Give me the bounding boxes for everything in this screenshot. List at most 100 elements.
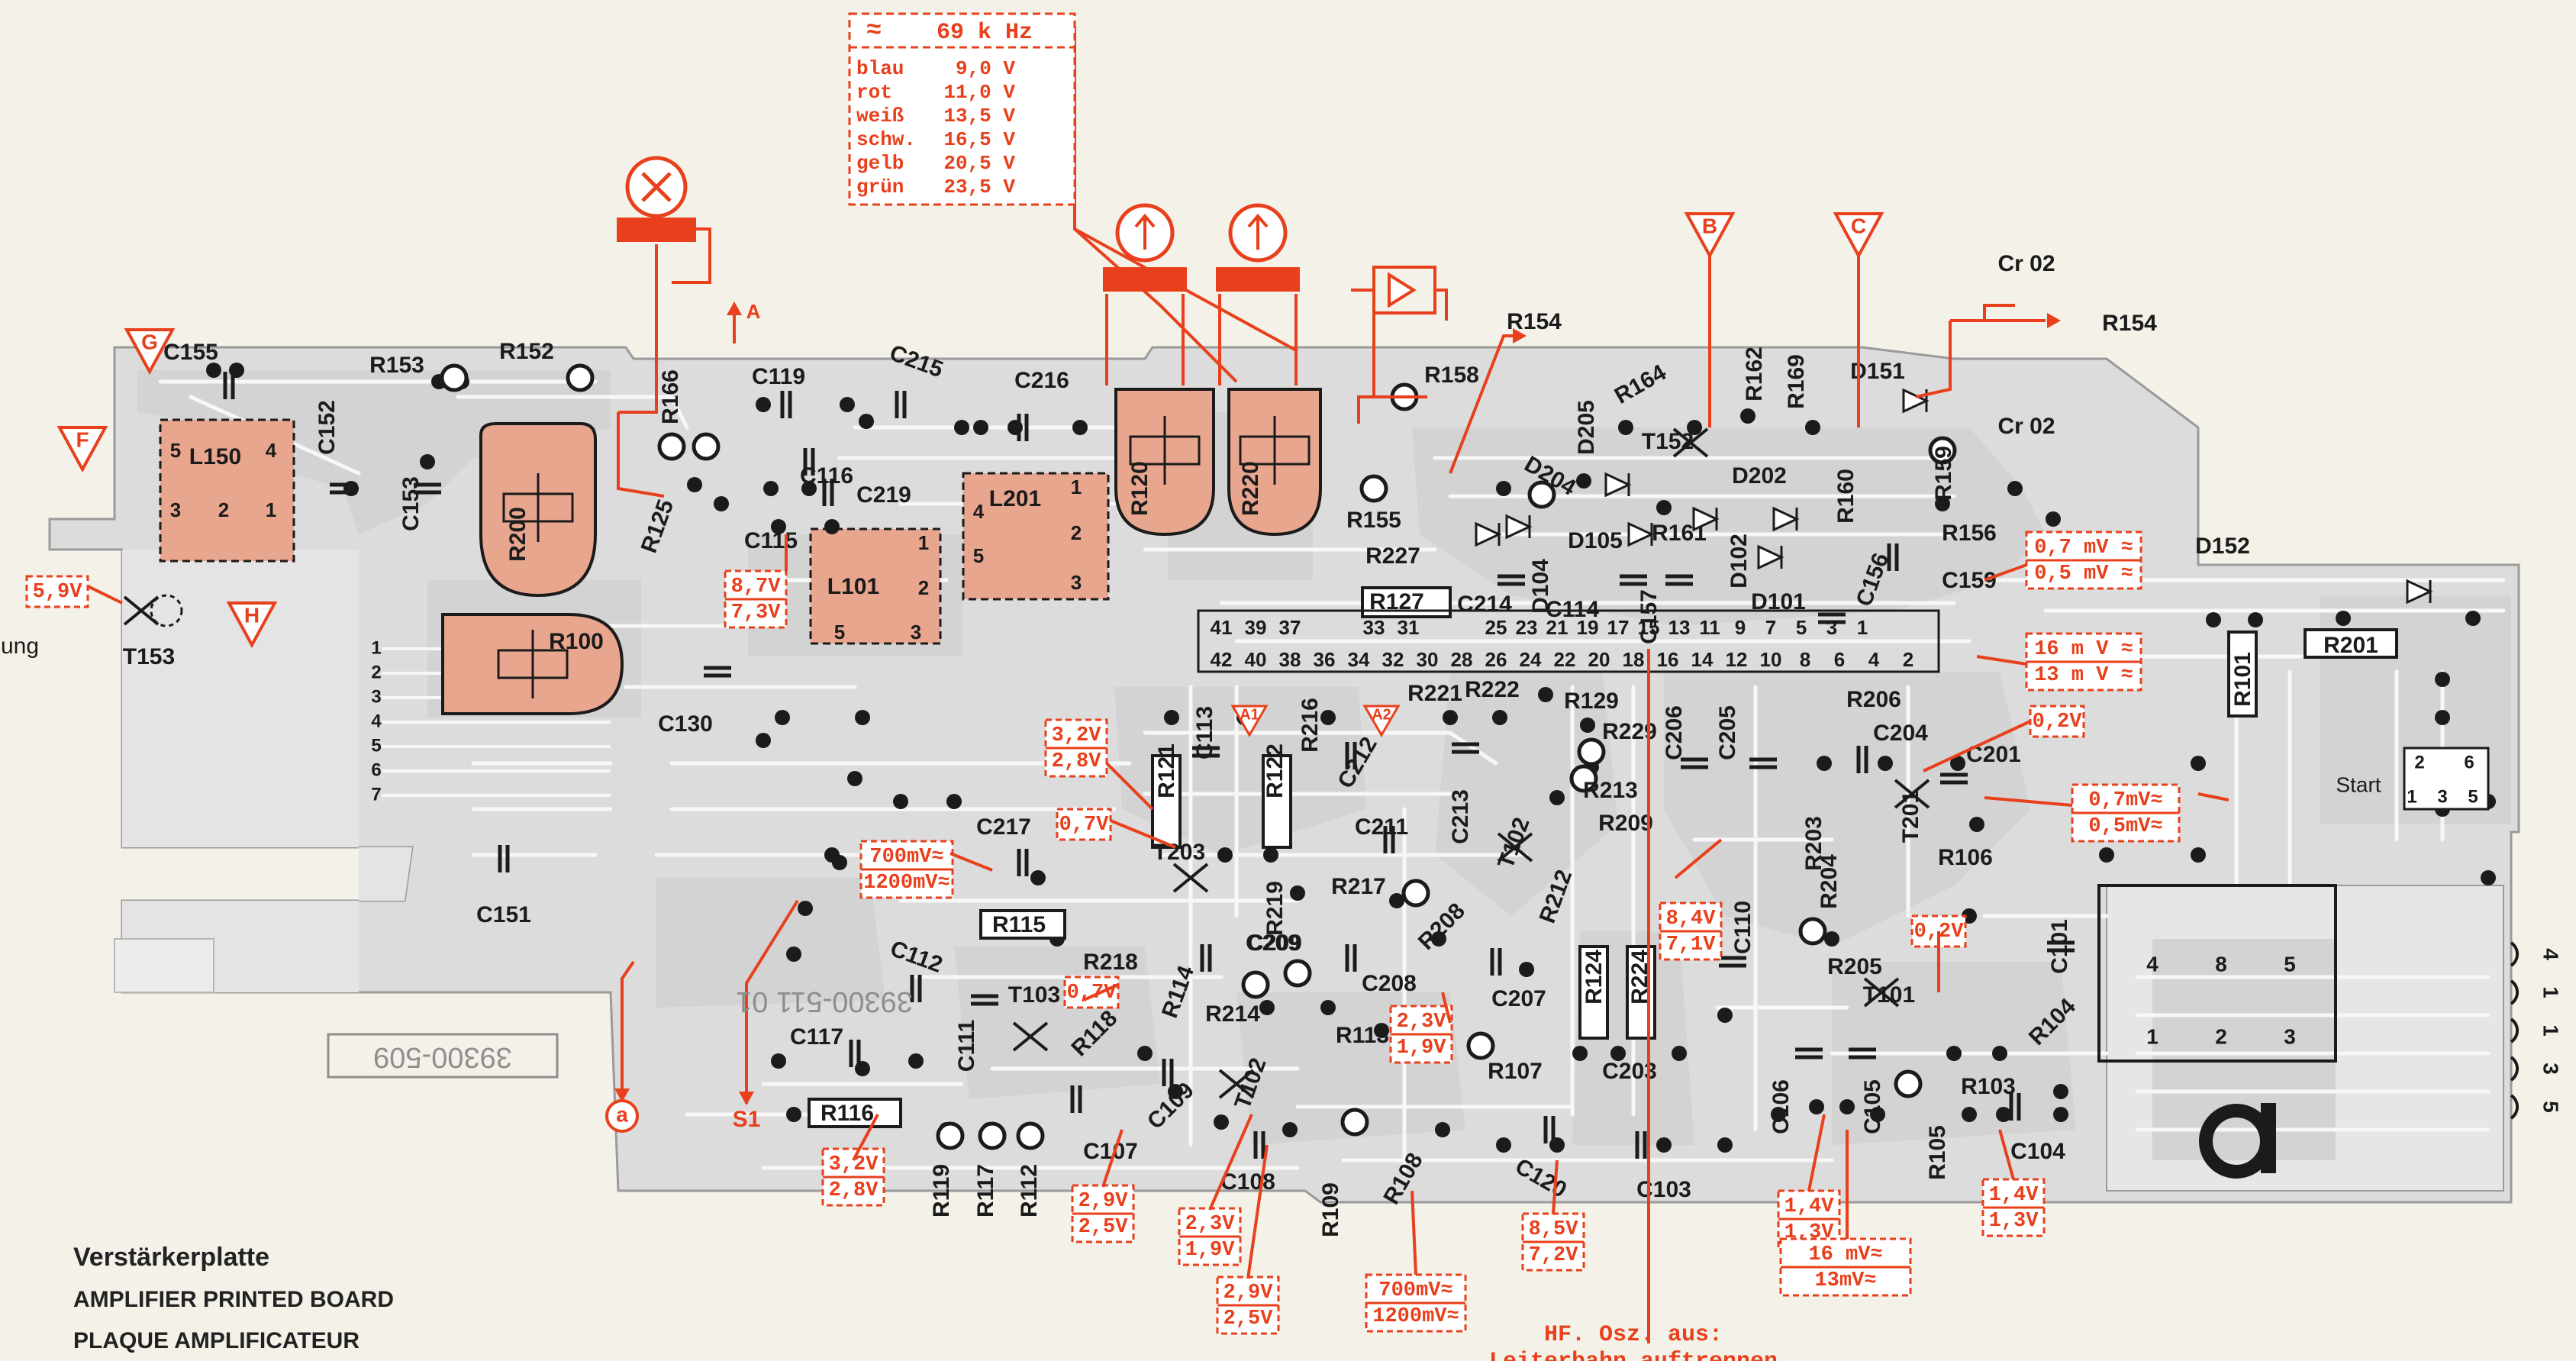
component-r220: R220 (1238, 461, 1263, 516)
solder-pad (1214, 1114, 1229, 1130)
terminal-label-h: H (244, 603, 260, 627)
coil-pin-number: 5 (170, 439, 181, 462)
component-c157: C157 (1636, 589, 1662, 644)
freq-legend-box (848, 12, 1076, 206)
component-r153: R153 (369, 353, 424, 378)
ring-pad (1466, 1031, 1495, 1060)
component-r159: R159 (1931, 446, 1956, 501)
red-arrowhead (1513, 328, 1527, 343)
solder-pad (2053, 1084, 2068, 1099)
edge-finger-number: 1 (371, 637, 381, 658)
voltage-label: 0,7V (1059, 814, 1110, 837)
component-c159: C159 (1942, 568, 1997, 593)
ring-pad (1798, 917, 1827, 946)
component-cr02: Cr 02 (1997, 251, 2055, 276)
connector-pin-bottom: 26 (1485, 648, 1507, 671)
freq-legend-color: gelb (856, 152, 904, 175)
component-r127: R127 (1369, 589, 1424, 614)
solder-pad (756, 397, 771, 412)
switch-pin-number: 3 (2437, 786, 2447, 807)
test-point-label: A2 (1372, 706, 1391, 723)
component-c152: C152 (314, 400, 340, 455)
component-c213: C213 (1448, 789, 1473, 844)
switch-module (2097, 884, 2337, 1063)
component-t152: T152 (1642, 429, 1694, 454)
red-wire (1674, 838, 1723, 879)
voltage-label: 13mV≈ (1814, 1269, 1876, 1292)
terminal-label-f: F (76, 427, 89, 451)
diode-symbol (1692, 506, 1720, 532)
solder-pad (1374, 1023, 1389, 1038)
connector-pin-bottom: 10 (1760, 648, 1782, 671)
voltage-label: 0,7 mV ≈ (2034, 537, 2133, 560)
component-c111: C111 (954, 1020, 979, 1072)
edge-terminal-number: 5 (2539, 1101, 2563, 1113)
voltage-label-box (1056, 808, 1112, 841)
connector-pin-bottom: 18 (1623, 648, 1645, 671)
solder-pad (2053, 1107, 2068, 1122)
solder-pad (1817, 756, 1832, 771)
lamp-socket (617, 218, 696, 242)
edge-finger-number: 3 (371, 686, 381, 707)
ring-pad (566, 363, 595, 392)
connector-pin-top: 11 (1699, 616, 1720, 639)
ring-pad (978, 1121, 1007, 1150)
freq-legend-title: 69 k Hz (937, 20, 1033, 46)
connector-pin-top: 3 (1826, 616, 1837, 639)
solder-pad (2191, 756, 2206, 771)
start-switch (2403, 747, 2490, 811)
solder-pad (1672, 1046, 1687, 1061)
component-r100: R100 (549, 629, 604, 654)
connector-pin-bottom: 34 (1348, 648, 1370, 671)
resistor-r116 (808, 1098, 902, 1128)
component-c110: C110 (1730, 901, 1755, 954)
board-text-code1: 39300-511 01 (736, 985, 913, 1018)
component-c206: C206 (1662, 705, 1687, 760)
voltage-label: 0,7V (1067, 982, 1117, 1005)
copper-pour (137, 370, 611, 534)
resistor-r124 (1578, 945, 1609, 1040)
brand-logo-stem (2261, 1103, 2276, 1173)
voltage-label: 2,5V (1078, 1216, 1129, 1239)
switch-pin-number: 5 (2468, 786, 2478, 807)
component-c117: C117 (790, 1024, 843, 1050)
ring-pad (1283, 959, 1312, 988)
freq-legend-voltage: 13,5 V (943, 105, 1015, 127)
component-r112: R112 (1017, 1164, 1042, 1217)
component-c115: C115 (744, 528, 798, 553)
edge-terminal (2510, 1056, 2519, 1082)
solder-pad (824, 519, 840, 534)
edge-terminal (2510, 1094, 2519, 1120)
diode-symbol (1757, 544, 1785, 570)
solder-pad (786, 1107, 801, 1122)
solder-pad (687, 477, 702, 492)
solder-pad (1950, 756, 1965, 771)
component-d104: D104 (1528, 559, 1553, 614)
ring-pad (440, 363, 469, 392)
component-r120: R120 (1127, 461, 1153, 516)
freq-legend-voltage: 9,0 V (956, 57, 1015, 80)
voltage-label: 16 mV≈ (1808, 1243, 1882, 1266)
component-r121: R121 (1154, 743, 1179, 798)
component-t103: T103 (1008, 982, 1060, 1008)
voltage-label: 700mV≈ (1378, 1279, 1452, 1302)
component-cr02: Cr 02 (1997, 414, 2055, 439)
red-wire (1923, 720, 2031, 772)
solder-pad (2481, 870, 2496, 885)
component-r213: R213 (1583, 778, 1638, 803)
red-wire (1357, 395, 1427, 424)
solder-pad (859, 414, 874, 429)
solder-pad (973, 420, 988, 435)
freq-legend-voltage: 20,5 V (943, 152, 1015, 175)
voltage-label: 2,5V (1224, 1308, 1274, 1330)
coil-pin-number: 1 (1071, 476, 1082, 498)
coil-l150-outline (159, 418, 295, 563)
resistor-r121 (1151, 754, 1182, 849)
connector-pin-top: 9 (1735, 616, 1746, 639)
solder-pad (714, 496, 729, 511)
freq-legend-color: grün (856, 176, 904, 198)
red-wire (618, 244, 658, 414)
transistor-symbol (1894, 779, 1930, 809)
red-wire (1807, 1114, 1826, 1192)
